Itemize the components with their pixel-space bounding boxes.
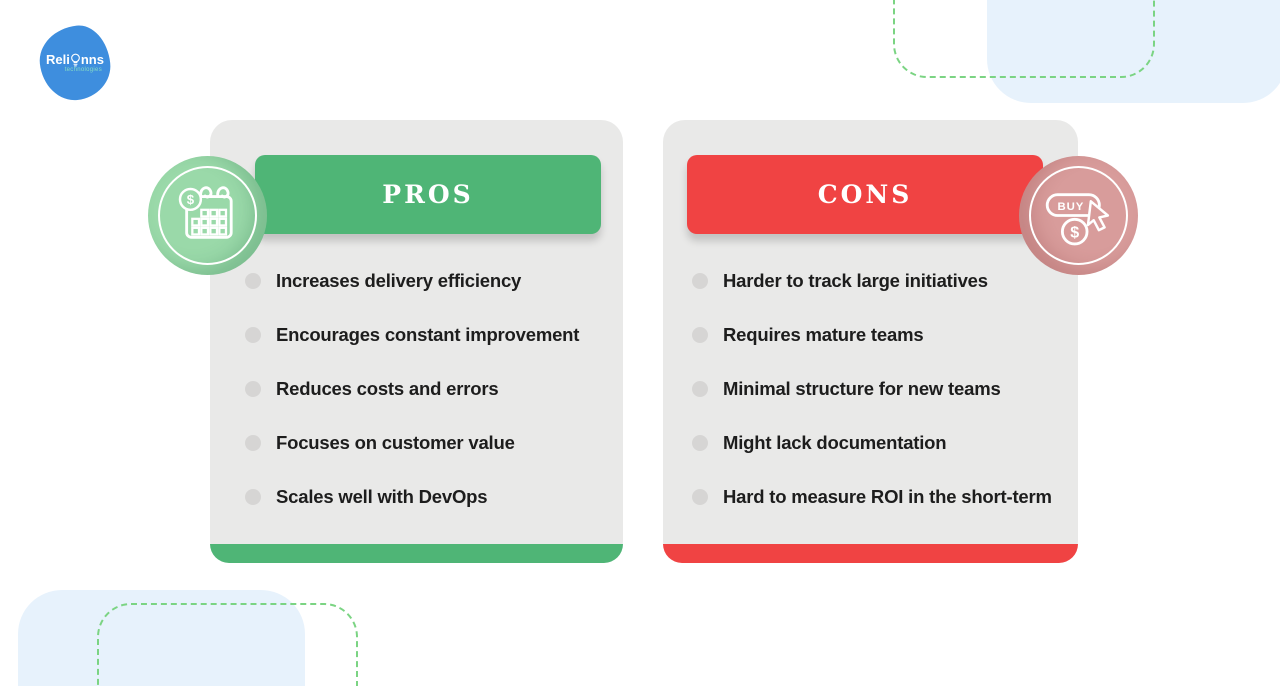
bullet-dot — [692, 381, 708, 397]
list-item-text: Requires mature teams — [723, 324, 924, 345]
calendar-dollar-icon: $ — [178, 186, 233, 239]
list-item-text: Harder to track large initiatives — [723, 270, 988, 291]
bullet-dot — [245, 489, 261, 505]
decor-blue-rect-bottom-left — [18, 590, 305, 686]
list-item: Requires mature teams — [663, 308, 1078, 362]
list-item: Reduces costs and errors — [210, 362, 623, 416]
bullet-dot — [245, 273, 261, 289]
list-item: Focuses on customer value — [210, 416, 623, 470]
list-item-text: Scales well with DevOps — [276, 486, 488, 507]
list-item: Harder to track large initiatives — [663, 254, 1078, 308]
pros-list: Increases delivery efficiency Encourages… — [210, 254, 623, 524]
logo-tagline: technologies — [64, 67, 102, 73]
bullet-dot — [245, 327, 261, 343]
bullet-dot — [245, 381, 261, 397]
cons-icon-circle: BUY $ — [1019, 156, 1138, 275]
pros-icon-dollar: $ — [187, 192, 195, 207]
cons-title: CONS — [817, 180, 913, 209]
pros-header-bar: PROS — [255, 155, 601, 234]
pros-icon-circle: $ — [148, 156, 267, 275]
cons-bottom-strip — [663, 544, 1078, 563]
list-item: Minimal structure for new teams — [663, 362, 1078, 416]
logo-brand-prefix: Reli — [46, 52, 70, 67]
pros-bottom-strip — [210, 544, 623, 563]
buy-click-dollar-icon: BUY $ — [1045, 193, 1110, 246]
cursor-arrow-icon — [1086, 200, 1110, 232]
cons-header-bar: CONS — [687, 155, 1043, 234]
cons-card: CONS BUY $ Harder to track large initiat… — [663, 120, 1138, 563]
list-item-text: Reduces costs and errors — [276, 378, 499, 399]
pros-title: PROS — [382, 180, 474, 209]
list-item-text: Hard to measure ROI in the short-term — [723, 486, 1052, 507]
decor-dashed-outline-bottom-left — [97, 603, 358, 686]
bullet-dot — [245, 435, 261, 451]
bullet-dot — [692, 273, 708, 289]
list-item: Hard to measure ROI in the short-term — [663, 470, 1078, 524]
list-item-text: Increases delivery efficiency — [276, 270, 522, 291]
list-item-text: Might lack documentation — [723, 432, 947, 453]
bullet-dot — [692, 435, 708, 451]
pros-card: PROS $ Increases delivery efficiency — [148, 120, 623, 563]
relinns-logo: Reli nns technologies — [36, 22, 114, 104]
lightbulb-icon — [71, 53, 80, 67]
buy-label: BUY — [1058, 201, 1085, 213]
logo-brand-suffix: nns — [80, 52, 104, 67]
decor-dashed-outline-top-right — [893, 0, 1155, 78]
list-item: Might lack documentation — [663, 416, 1078, 470]
list-item-text: Minimal structure for new teams — [723, 378, 1001, 399]
list-item: Increases delivery efficiency — [210, 254, 623, 308]
list-item: Scales well with DevOps — [210, 470, 623, 524]
list-item-text: Encourages constant improvement — [276, 324, 580, 345]
bullet-dot — [692, 327, 708, 343]
list-item-text: Focuses on customer value — [276, 432, 515, 453]
cons-icon-dollar: $ — [1070, 223, 1079, 241]
bullet-dot — [692, 489, 708, 505]
logo-brand-text: Reli nns — [40, 52, 110, 67]
cons-list: Harder to track large initiatives Requir… — [663, 254, 1078, 524]
list-item: Encourages constant improvement — [210, 308, 623, 362]
